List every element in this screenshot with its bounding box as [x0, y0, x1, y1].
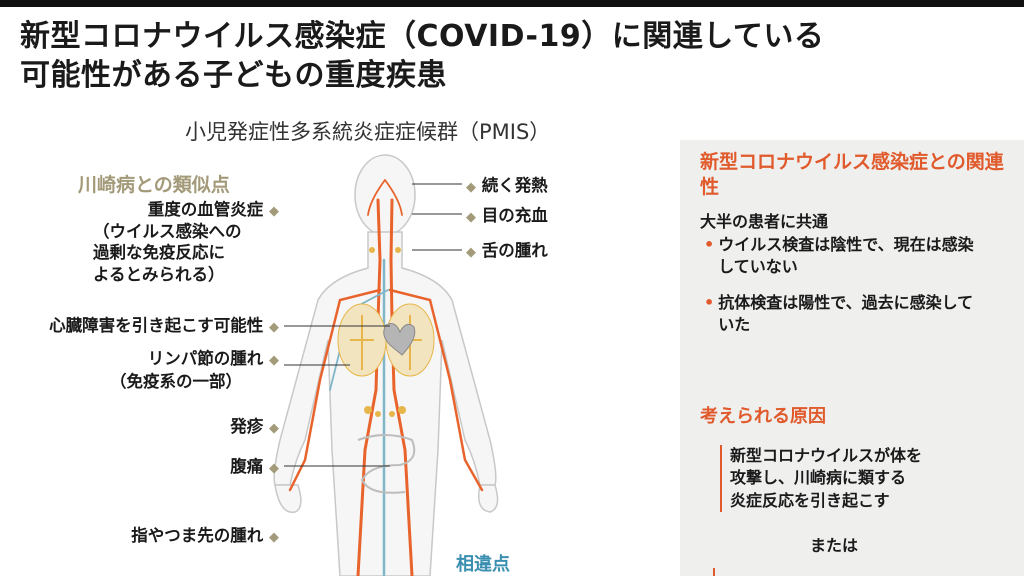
label-finger-swelling: 指やつま先の腫れ ◆: [131, 525, 279, 547]
heart-organ: [383, 323, 416, 356]
label-vascular-note: （ウイルス感染への 過剰な免疫反応に よるとみられる）: [93, 221, 242, 285]
eyes-text: 目の充血: [481, 206, 548, 225]
diamond-marker-icon: ◆: [466, 210, 476, 225]
page-title-line1: 新型コロナウイルス感染症（COVID-19）に関連している: [20, 19, 825, 54]
similarities-heading: 川崎病との類似点: [78, 174, 230, 196]
panel-heading: 新型コロナウイルス感染症との関連性: [700, 151, 1004, 198]
vascular-line-1: 重度の血管炎症: [147, 200, 264, 219]
bullet-dot-icon: •: [704, 293, 715, 312]
panel-common-label: 大半の患者に共通: [700, 212, 829, 231]
label-lymph-swelling: リンパ節の腫れ ◆: [148, 348, 279, 370]
label-abdominal-pain: 腹痛 ◆: [230, 456, 279, 478]
page-title-line2: 可能性がある子どもの重度疾患: [20, 58, 447, 93]
vascular-line-4: よるとみられる）: [93, 264, 225, 284]
lymph-line-1: リンパ節の腫れ: [147, 349, 264, 368]
vascular-line-3: 過剰な免疫反応に: [93, 243, 225, 263]
cause-line-2: 攻撃し、川崎病に類する: [730, 468, 907, 488]
fever-text: 続く発熱: [481, 176, 548, 195]
fingers-text: 指やつま先の腫れ: [131, 526, 264, 545]
diamond-marker-icon: ◆: [269, 320, 279, 335]
body-illustration: [273, 154, 499, 576]
cause-line-3: 炎症反応を引き起こす: [730, 490, 890, 510]
label-rash: 発疹 ◆: [230, 416, 279, 438]
label-red-eyes: ◆ 目の充血: [466, 205, 548, 227]
cause-line-1: 新型コロナウイルスが体を: [730, 446, 923, 465]
diamond-marker-icon: ◆: [269, 204, 279, 219]
or-text: または: [810, 536, 859, 555]
heart-text: 心臓障害を引き起こす可能性: [49, 316, 264, 335]
rash-text: 発疹: [230, 417, 264, 436]
diamond-marker-icon: ◆: [269, 530, 279, 545]
diamond-marker-icon: ◆: [269, 461, 279, 476]
lymph-nodes: [364, 247, 406, 417]
tongue-text: 舌の腫れ: [481, 241, 548, 260]
covid-relation-panel: 新型コロナウイルス感染症との関連性 大半の患者に共通 •ウイルス検査は陰性で、現…: [680, 140, 1024, 576]
possible-cause-text: 新型コロナウイルスが体を 攻撃し、川崎病に類する 炎症反応を引き起こす: [720, 445, 1010, 513]
label-heart-damage: 心臓障害を引き起こす可能性 ◆: [49, 315, 279, 337]
label-swollen-tongue: ◆ 舌の腫れ: [466, 240, 548, 262]
label-vascular-inflammation: 重度の血管炎症 ◆: [148, 199, 279, 221]
panel-bullet-antibody-test: •抗体検査は陽性で、過去に感染していた: [704, 292, 1004, 335]
differences-heading: 相違点: [456, 554, 510, 575]
bullet-text: ウイルス検査は陰性で、現在は感染していない: [718, 235, 974, 276]
intestines: [357, 434, 416, 494]
diamond-marker-icon: ◆: [269, 421, 279, 436]
top-rule: [0, 0, 1024, 7]
bullet-dot-icon: •: [704, 235, 715, 254]
diamond-marker-icon: ◆: [269, 353, 279, 368]
abdominal-text: 腹痛: [230, 457, 264, 476]
label-persistent-fever: ◆ 続く発熱: [466, 175, 548, 197]
diamond-marker-icon: ◆: [466, 245, 476, 260]
cause-bar-accent: [713, 568, 715, 576]
page-subtitle: 小児発症性多系統炎症症候群（PMIS）: [185, 120, 551, 144]
label-lymph-note: （免疫系の一部）: [110, 372, 242, 391]
panel-bullet-virus-test: •ウイルス検査は陰性で、現在は感染していない: [704, 234, 1004, 277]
diamond-marker-icon: ◆: [466, 180, 476, 195]
bullet-text: 抗体検査は陽性で、過去に感染していた: [718, 293, 974, 334]
vascular-line-2: （ウイルス感染への: [93, 222, 242, 241]
possible-cause-heading: 考えられる原因: [700, 406, 826, 427]
